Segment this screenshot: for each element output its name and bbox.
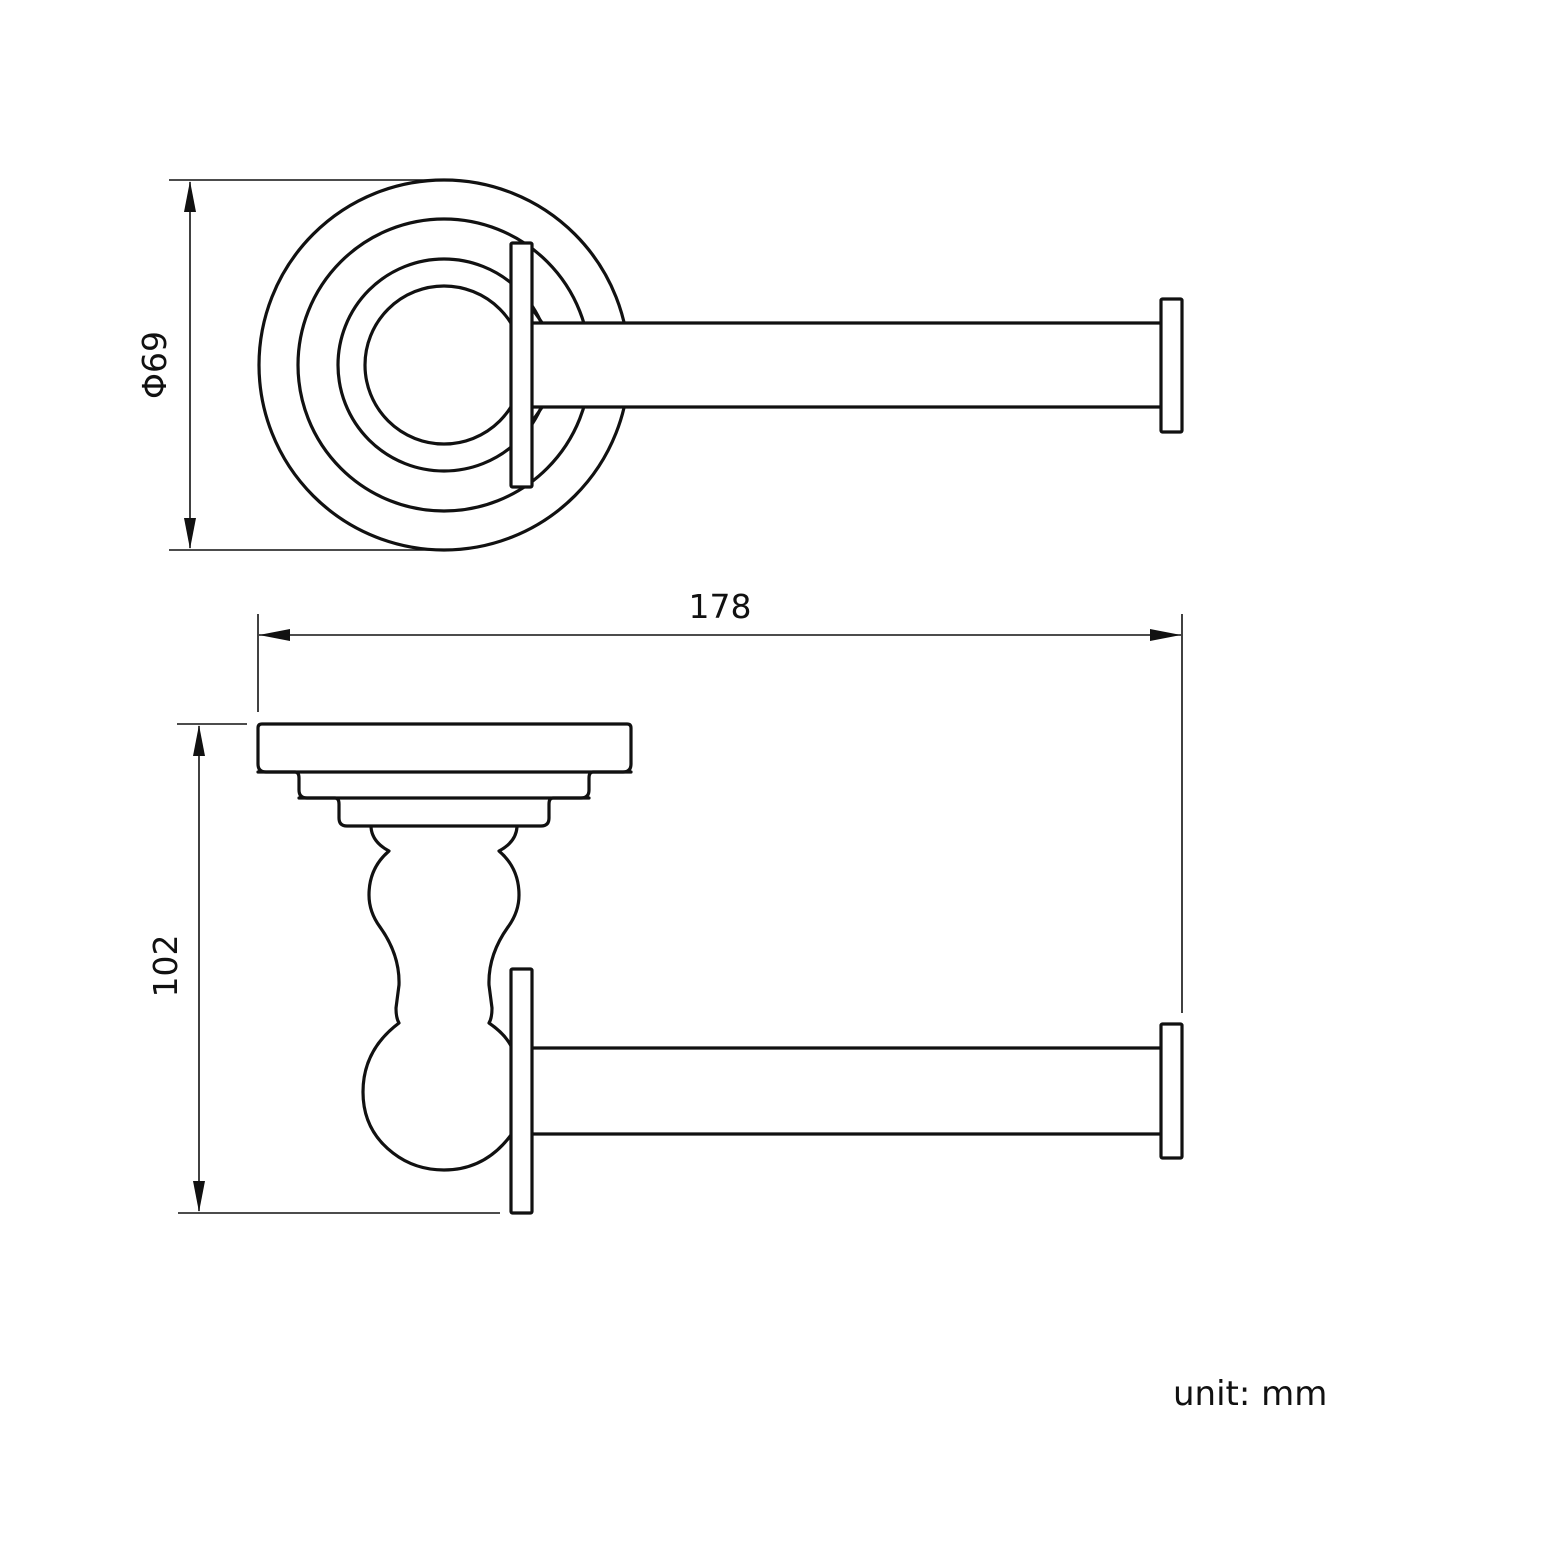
arrow-up-icon: [184, 181, 196, 212]
rosette-inner-circle: [363, 284, 525, 446]
arm-end-cap: [1159, 297, 1184, 434]
arrow-down-icon: [184, 518, 196, 549]
mounting-plate: [509, 241, 534, 489]
length-dimension: 178: [257, 587, 1183, 1013]
side-view: [256, 722, 1184, 1215]
unit-label: unit: mm: [1173, 1374, 1327, 1414]
post-right-profile: [487, 825, 521, 1048]
arrow-left-icon: [259, 629, 290, 641]
diameter-dimension: Φ69: [135, 179, 444, 551]
base-plate: [256, 722, 633, 828]
arrow-up-icon: [193, 725, 205, 756]
mounting-plate: [509, 967, 534, 1215]
arrow-down-icon: [193, 1181, 205, 1212]
arm-end-cap: [1159, 1022, 1184, 1160]
height-label: 102: [146, 935, 185, 998]
height-dimension: 102: [146, 723, 500, 1214]
diameter-label: Φ69: [135, 331, 174, 399]
arrow-right-icon: [1150, 629, 1181, 641]
front-view: [257, 178, 1184, 552]
post-left-profile: [361, 825, 513, 1172]
length-label: 178: [689, 587, 752, 626]
